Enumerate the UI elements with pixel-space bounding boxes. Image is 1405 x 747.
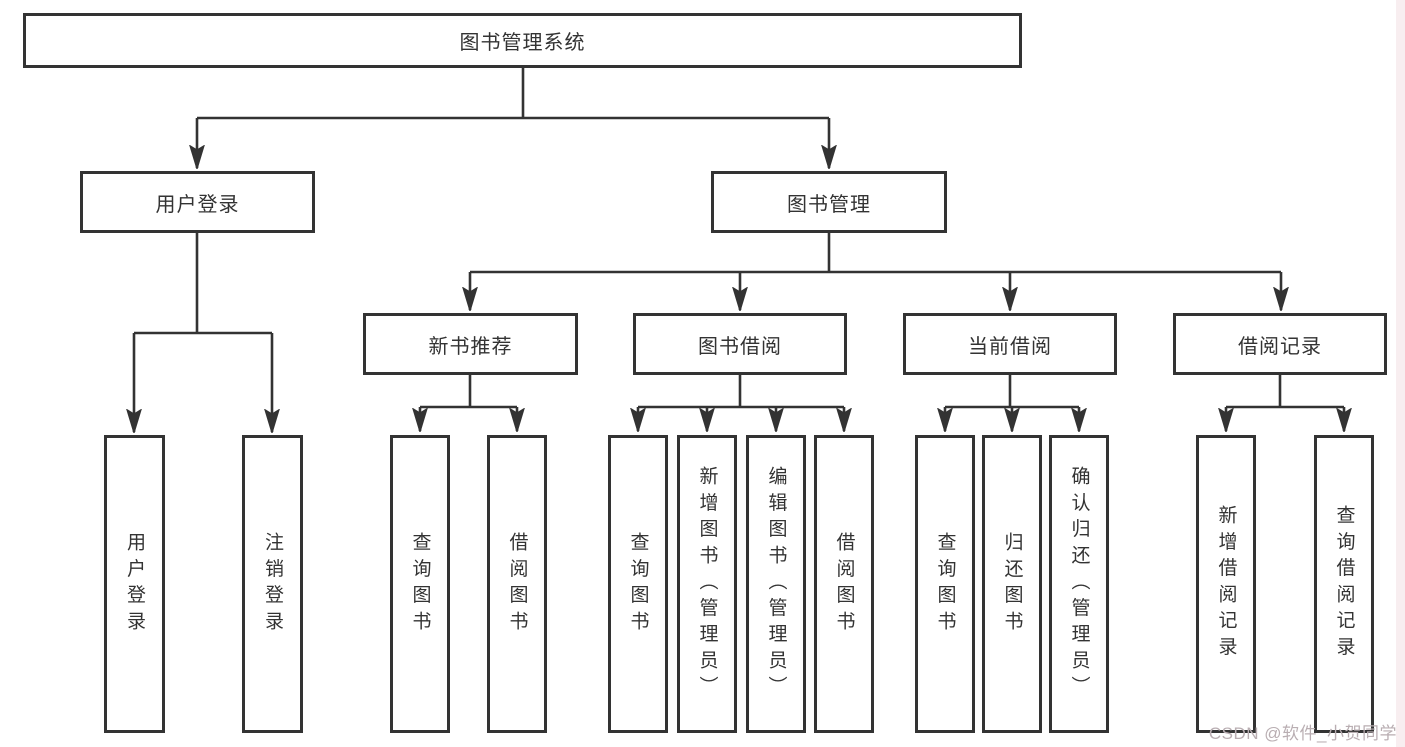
leaf-record-query: 查询借阅记录 — [1314, 435, 1374, 733]
node-book-borrow: 图书借阅 — [633, 313, 847, 375]
node-user-login: 用户登录 — [80, 171, 315, 233]
node-book-management: 图书管理 — [711, 171, 947, 233]
leaf-borrow-add-book-admin: 新增图书（管理员） — [677, 435, 737, 733]
node-new-book-recommend: 新书推荐 — [363, 313, 578, 375]
leaf-logout: 注销登录 — [242, 435, 303, 733]
leaf-borrow-query-book: 查询图书 — [608, 435, 668, 733]
node-current-borrow: 当前借阅 — [903, 313, 1117, 375]
leaf-record-add: 新增借阅记录 — [1196, 435, 1256, 733]
leaf-current-confirm-return-admin: 确认归还（管理员） — [1049, 435, 1109, 733]
leaf-current-query-book: 查询图书 — [915, 435, 975, 733]
leaf-user-login: 用户登录 — [104, 435, 165, 733]
leaf-newrec-query-book: 查询图书 — [390, 435, 450, 733]
leaf-borrow-edit-book-admin: 编辑图书（管理员） — [746, 435, 806, 733]
node-borrow-record: 借阅记录 — [1173, 313, 1387, 375]
csdn-watermark: CSDN @软件_小贺同学 — [1208, 724, 1397, 743]
leaf-newrec-borrow-book: 借阅图书 — [487, 435, 547, 733]
node-root-library-system: 图书管理系统 — [23, 13, 1022, 68]
leaf-current-return-book: 归还图书 — [982, 435, 1042, 733]
page-edge-tint — [1396, 0, 1405, 747]
leaf-borrow-borrow-book: 借阅图书 — [814, 435, 874, 733]
